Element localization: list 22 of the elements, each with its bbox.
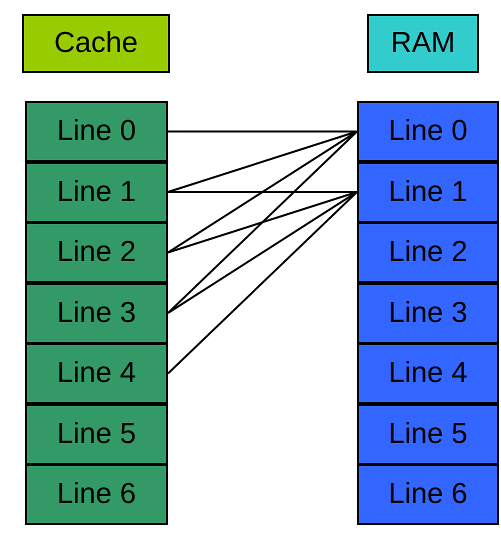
connector-line [168,191,357,193]
box-label: Line 4 [56,357,136,390]
box-label: Line 0 [56,115,136,148]
box-label: Line 5 [388,418,468,450]
box-label: Line 3 [56,296,136,330]
box-label: Line 3 [388,296,468,330]
box-label: Line 4 [388,357,468,390]
box-label: Line 0 [388,115,468,148]
box-label: Line 1 [388,176,468,208]
connector-line [167,130,358,314]
box-label: Line 5 [56,418,136,450]
ram-header-box [367,14,479,73]
box-label: Line 2 [388,236,468,269]
cache-header-box [22,14,170,73]
box-label: Line 6 [388,478,468,511]
connector-line [168,130,357,132]
box-label: Line 2 [56,236,136,269]
connector-line [167,191,358,374]
box-label: Line 6 [56,478,136,511]
box-label: Line 1 [56,176,136,208]
box-label: RAM [390,27,456,60]
box-label: Cache [54,27,138,60]
